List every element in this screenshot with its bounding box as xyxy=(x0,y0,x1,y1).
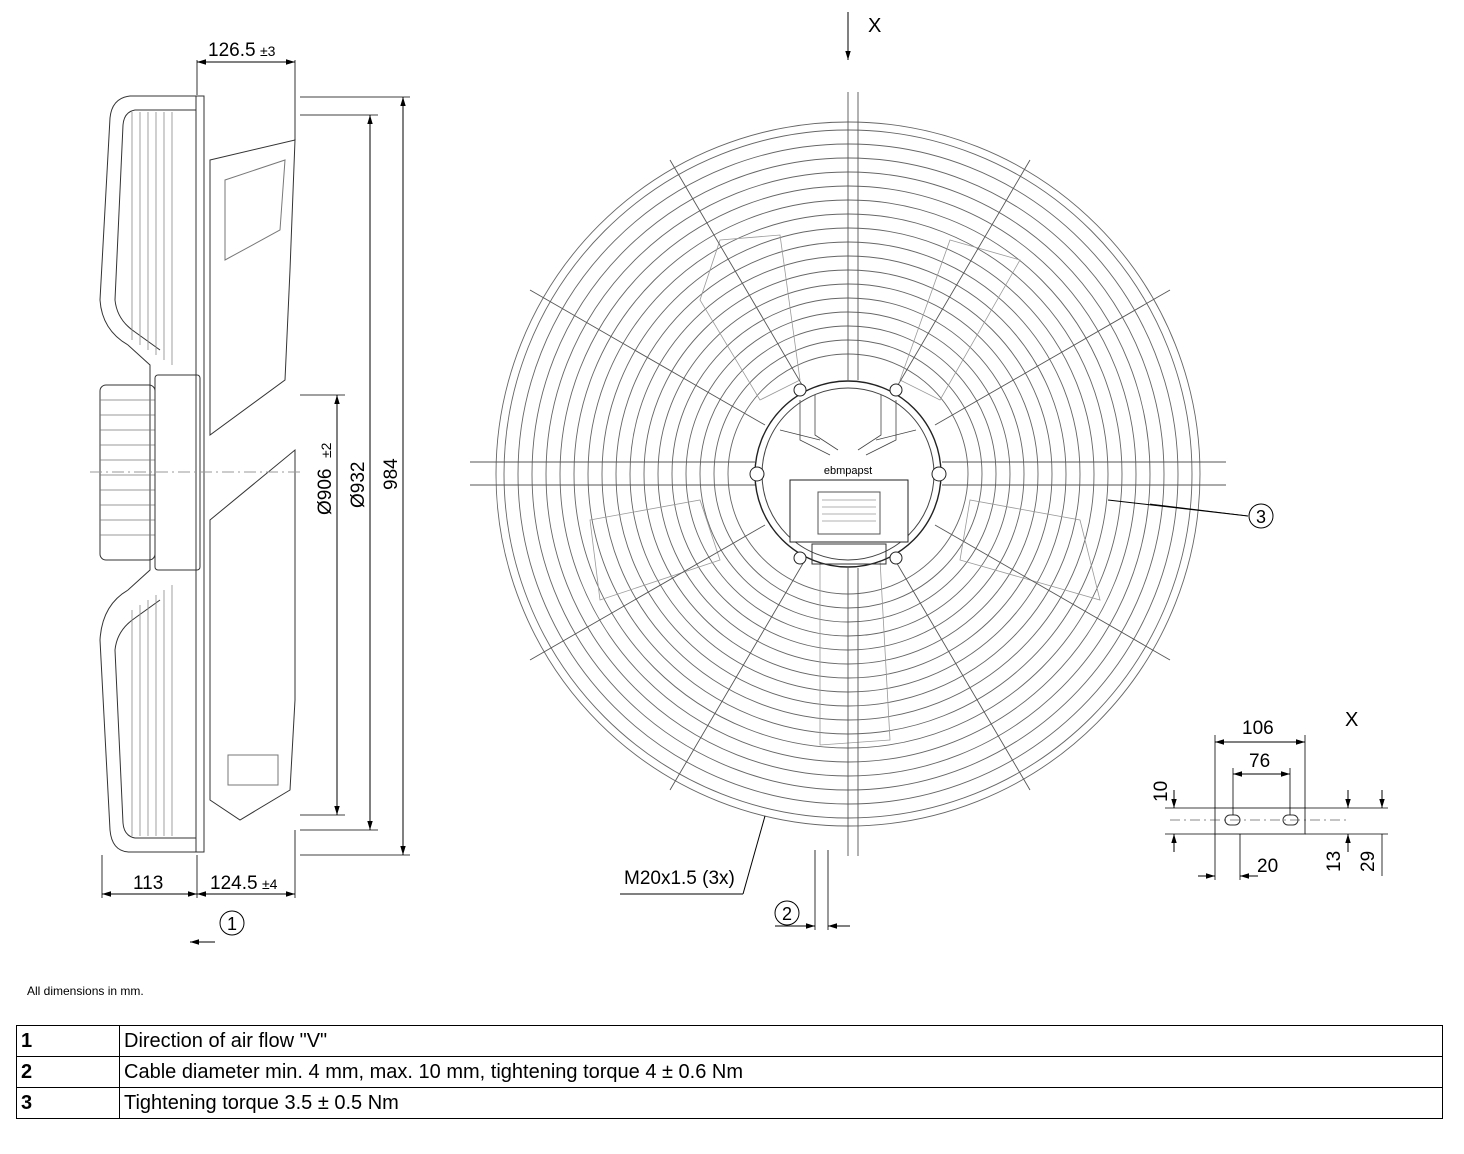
legend-row: 2 Cable diameter min. 4 mm, max. 10 mm, … xyxy=(16,1056,1443,1088)
legend-text: Tightening torque 3.5 ± 0.5 Nm xyxy=(119,1087,1443,1119)
detail-view-marker: X xyxy=(1345,709,1358,731)
dim-depth-top-tol: ±3 xyxy=(260,43,276,59)
dim-106: 106 xyxy=(1242,718,1274,739)
lower-blade xyxy=(209,448,296,821)
legend-text: Cable diameter min. 4 mm, max. 10 mm, ti… xyxy=(119,1056,1443,1088)
legend-text: Direction of air flow "V" xyxy=(119,1025,1443,1057)
dim-diameter-906: Ø906 xyxy=(315,469,336,515)
legend-key: 2 xyxy=(16,1056,120,1088)
callout-2-circle xyxy=(774,900,800,926)
detail-bracket xyxy=(1214,807,1306,835)
dim-diameter-906-tol: ±2 xyxy=(318,442,334,458)
dim-76: 76 xyxy=(1249,751,1270,772)
side-dimensions xyxy=(101,59,410,945)
thread-label: M20x1.5 (3x) xyxy=(624,868,735,889)
terminal-box xyxy=(789,479,909,543)
technical-drawing: 126.5 ±3 Ø906 ±2 Ø932 984 113 124.5 ±4 1 xyxy=(90,12,1388,945)
dim-depth-113: 113 xyxy=(133,873,163,894)
guard-spokes xyxy=(470,92,1226,856)
legend-key: 1 xyxy=(16,1025,120,1057)
callout-3: 3 xyxy=(1256,507,1266,527)
units-note: All dimensions in mm. xyxy=(27,984,144,998)
detail-x xyxy=(1165,735,1388,880)
legend-key: 3 xyxy=(16,1087,120,1119)
dim-depth-bottom-tol: ±4 xyxy=(262,876,278,892)
guard-outline xyxy=(99,95,200,853)
view-marker-x: X xyxy=(868,15,881,37)
front-view xyxy=(470,92,1226,856)
legend-table: 1 Direction of air flow "V" 2 Cable diam… xyxy=(16,1025,1443,1119)
dim-13: 13 xyxy=(1324,851,1345,872)
mounting-flange xyxy=(195,95,205,853)
legend-row: 1 Direction of air flow "V" xyxy=(16,1025,1443,1057)
callout-3-circle xyxy=(1248,503,1274,529)
dim-overall-984: 984 xyxy=(381,458,402,490)
dim-diameter-932: Ø932 xyxy=(348,462,369,508)
legend-row: 3 Tightening torque 3.5 ± 0.5 Nm xyxy=(16,1087,1443,1119)
dim-20: 20 xyxy=(1257,856,1278,877)
callout-1: 1 xyxy=(227,914,237,934)
callout-2: 2 xyxy=(782,904,792,924)
dim-29: 29 xyxy=(1358,851,1379,872)
dim-10: 10 xyxy=(1151,781,1172,802)
brand-label: ebmpapst xyxy=(824,465,872,477)
motor-body xyxy=(99,384,156,561)
upper-blade xyxy=(209,139,296,436)
side-view xyxy=(90,95,300,853)
dim-depth-bottom: 124.5 xyxy=(210,873,258,894)
dim-depth-top: 126.5 xyxy=(208,40,256,61)
callout-1-circle xyxy=(219,910,245,936)
